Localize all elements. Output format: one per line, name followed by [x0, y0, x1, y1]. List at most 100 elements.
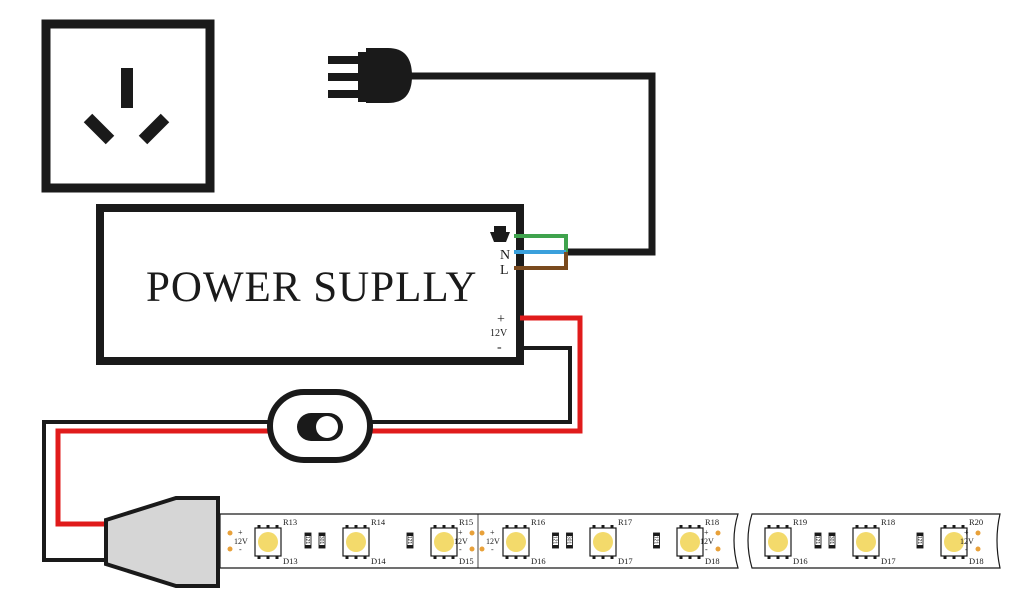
resistor-label: R20	[969, 517, 983, 527]
resistor-label: R19	[793, 517, 807, 527]
led-label: D15	[459, 556, 474, 566]
led-icon	[593, 532, 613, 552]
led-label: D13	[283, 556, 298, 566]
led-pin	[776, 525, 780, 528]
pad-plus-label: +	[238, 528, 243, 537]
solder-pad-icon	[479, 530, 485, 536]
led-icon	[434, 532, 454, 552]
led-pin	[354, 556, 358, 559]
mains-cable	[410, 72, 656, 256]
led-pin	[688, 525, 692, 528]
resistor-cap	[305, 533, 311, 536]
led-pin	[275, 556, 279, 559]
resistor-label: R14	[371, 517, 386, 527]
led-label: D14	[371, 556, 386, 566]
pad-minus-label: -	[705, 545, 708, 554]
resistor-code: 121	[916, 536, 922, 545]
led-pin	[961, 556, 965, 559]
led-pin	[514, 525, 518, 528]
pad-minus-label: -	[965, 545, 968, 554]
resistor-cap	[319, 533, 325, 536]
resistor-cap	[829, 533, 835, 536]
led-pin	[354, 525, 358, 528]
resistor-cap	[305, 545, 311, 548]
led-pin	[451, 525, 455, 528]
led-pin	[952, 556, 956, 559]
solder-pad-icon	[227, 530, 233, 536]
led-icon	[768, 532, 788, 552]
pad-voltage-label: 12V	[960, 537, 974, 546]
led-pin	[952, 525, 956, 528]
led-label: D17	[881, 556, 896, 566]
pad-plus-label: +	[490, 528, 495, 537]
resistor-label: R17	[618, 517, 632, 527]
led-pin	[679, 525, 683, 528]
solder-pad-icon	[469, 530, 475, 536]
led-pin	[688, 556, 692, 559]
terminal-minus: -	[497, 340, 502, 355]
resistor-cap	[917, 545, 923, 548]
led-label: D18	[969, 556, 984, 566]
led-pin	[514, 556, 518, 559]
led-icon	[944, 532, 964, 552]
resistor-cap	[829, 545, 835, 548]
led-pin	[257, 525, 261, 528]
led-pin	[451, 556, 455, 559]
led-label: D18	[705, 556, 720, 566]
power-supply: POWER SUPLLY N L + 12V -	[96, 204, 524, 365]
led-pin	[523, 525, 527, 528]
led-label: D17	[618, 556, 633, 566]
led-pin	[345, 556, 349, 559]
pad-voltage-label: 12V	[234, 537, 248, 546]
led-pin	[873, 525, 877, 528]
resistor-code: 121	[653, 536, 659, 545]
resistor-cap	[566, 533, 573, 536]
led-label: D16	[531, 556, 546, 566]
led-pin	[257, 556, 261, 559]
resistor-label: R15	[459, 517, 473, 527]
led-pin	[610, 525, 614, 528]
led-pin	[961, 525, 965, 528]
resistor-cap	[566, 545, 573, 548]
led-pin	[679, 556, 683, 559]
resistor-code: 121	[304, 536, 310, 545]
led-pin	[601, 525, 605, 528]
solder-pad-icon	[975, 546, 981, 552]
terminal-voltage: 12V	[490, 328, 508, 339]
led-icon	[856, 532, 876, 552]
pad-voltage-label: 12V	[454, 537, 468, 546]
resistor-cap	[815, 533, 821, 536]
mains-plug-icon	[328, 48, 412, 103]
led-pin	[610, 556, 614, 559]
led-pin	[266, 525, 270, 528]
led-pin	[592, 525, 596, 528]
pad-plus-label: +	[964, 528, 969, 537]
led-pin	[864, 556, 868, 559]
led-pin	[785, 525, 789, 528]
resistor-code: 301	[566, 536, 572, 545]
led-pin	[592, 556, 596, 559]
pad-voltage-label: 12V	[486, 537, 500, 546]
led-pin	[442, 556, 446, 559]
pad-voltage-label: 12V	[700, 537, 714, 546]
resistor-cap	[653, 533, 660, 536]
resistor-cap	[552, 533, 559, 536]
led-icon	[258, 532, 278, 552]
resistor-label: R13	[283, 517, 297, 527]
resistor-cap	[407, 545, 413, 548]
terminal-n: N	[500, 248, 510, 263]
led-pin	[767, 556, 771, 559]
solder-pad-icon	[227, 546, 233, 552]
led-pin	[363, 556, 367, 559]
pad-plus-label: +	[704, 528, 709, 537]
led-pin	[505, 556, 509, 559]
solder-pad-icon	[479, 546, 485, 552]
resistor-code: 121	[814, 536, 820, 545]
pad-minus-label: -	[239, 545, 242, 554]
led-pin	[697, 525, 701, 528]
led-pin	[776, 556, 780, 559]
led-pin	[943, 525, 947, 528]
solder-pad-icon	[715, 546, 721, 552]
led-pin	[855, 525, 859, 528]
